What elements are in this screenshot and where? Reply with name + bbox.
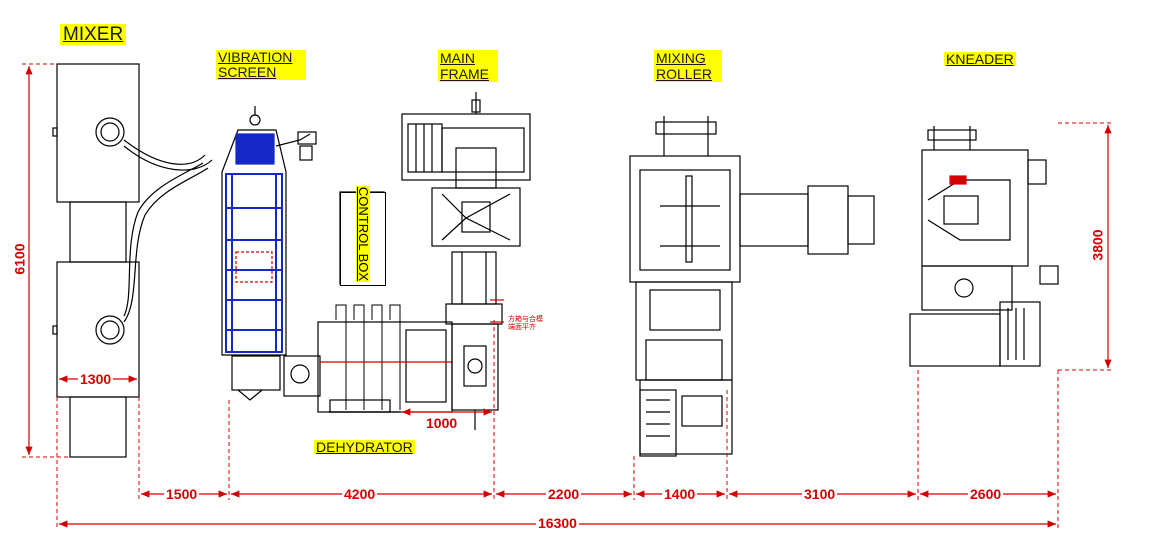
- dim-dehydrator-offset: 1000: [424, 415, 460, 431]
- kneader-label: KNEADER: [944, 51, 1016, 67]
- dim-roller-width: 1400: [662, 486, 698, 502]
- dim-mixer-height: 6100: [11, 241, 28, 277]
- mixer-label: MIXER: [60, 24, 127, 45]
- mixing-roller-label: MIXING ROLLER: [654, 50, 722, 82]
- kneader-drawing: [909, 126, 1059, 367]
- vibration-screen-drawing: [221, 106, 317, 401]
- vibration-screen-label: VIBRATION SCREEN: [216, 50, 306, 80]
- dehydrator-drawing: [283, 304, 453, 413]
- mixer-drawing: [52, 63, 213, 458]
- main-frame-drawing: [401, 92, 531, 430]
- dim-mixer-width: 1300: [78, 371, 114, 387]
- dim-total-length: 16300: [536, 515, 579, 531]
- dim-screen-to-frame: 4200: [342, 486, 378, 502]
- dehydrator-label: DEHYDRATOR: [314, 439, 415, 455]
- dim-roller-to-kneader: 3100: [802, 486, 838, 502]
- control-box: CONTROL BOX: [340, 186, 386, 286]
- dim-kneader-width: 2600: [968, 486, 1004, 502]
- mixing-roller-drawing: [629, 116, 875, 457]
- dim-frame-to-roller: 2200: [546, 486, 582, 502]
- dim-gap-mixer-screen: 1500: [164, 486, 200, 502]
- dim-kneader-height: 3800: [1089, 227, 1106, 263]
- alignment-note: 方箱与合模 端面平齐: [508, 315, 543, 331]
- main-frame-label: MAIN FRAME: [438, 50, 498, 82]
- control-box-label: CONTROL BOX: [356, 186, 371, 282]
